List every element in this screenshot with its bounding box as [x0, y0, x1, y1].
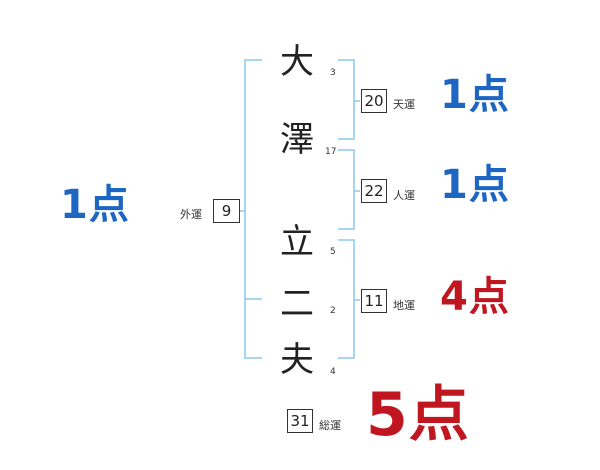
jinkaku-label: 人運 [393, 189, 415, 202]
gaikaku-value-box: 9 [213, 199, 240, 223]
chikaku-bracket [338, 239, 355, 359]
gaikaku-label: 外運 [180, 208, 202, 221]
jinkaku-bracket [338, 149, 355, 230]
stroke-count-2: 17 [325, 147, 337, 157]
chikaku-label: 地運 [393, 299, 415, 312]
soukaku-label: 総運 [319, 419, 341, 432]
name-char-3: 立 [280, 222, 314, 262]
tenkaku-value-box: 20 [361, 89, 387, 113]
name-char-4: 二 [280, 284, 314, 324]
name-char-5: 夫 [280, 340, 314, 380]
soukaku-score: 5点 [366, 380, 470, 450]
jinkaku-score: 1点 [440, 162, 510, 208]
tenkaku-bracket [338, 59, 355, 140]
jinkaku-value-box: 22 [361, 179, 387, 203]
chikaku-value-box: 11 [361, 289, 387, 313]
tenkaku-label: 天運 [393, 98, 415, 111]
tenkaku-score: 1点 [440, 72, 510, 118]
soukaku-value-box: 31 [287, 409, 313, 433]
stroke-count-4: 2 [330, 306, 336, 316]
outer-bracket [244, 59, 262, 359]
chikaku-score: 4点 [440, 274, 510, 320]
gaikaku-score: 1点 [60, 182, 130, 228]
name-char-1: 大 [280, 42, 314, 82]
stroke-count-3: 5 [330, 247, 336, 257]
stroke-count-1: 3 [330, 68, 336, 78]
stroke-count-5: 4 [330, 367, 336, 377]
name-char-2: 澤 [280, 120, 314, 160]
